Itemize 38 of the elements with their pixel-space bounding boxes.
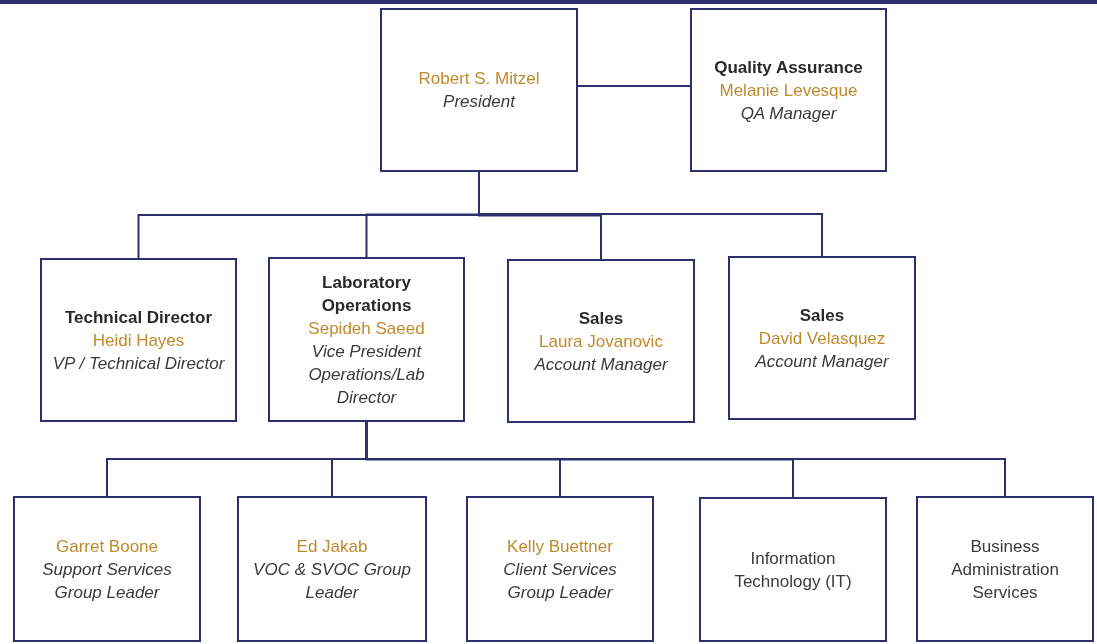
job-title: Account Manager: [534, 353, 668, 376]
department-name: Technical Director: [64, 306, 213, 329]
job-title: QA Manager: [740, 102, 837, 125]
job-title: VOC & SVOC Group Leader: [252, 558, 412, 604]
org-box: [40, 258, 237, 422]
org-box: [237, 496, 427, 642]
person-name: Sepideh Saeed: [308, 317, 425, 340]
connector-line: [577, 84, 691, 87]
person-name: Melanie Levesque: [719, 79, 858, 102]
job-title: VP / Technical Director: [52, 352, 225, 375]
org-box: [380, 8, 578, 172]
person-name: Laura Jovanovic: [539, 330, 663, 353]
person-name: Ed Jakab: [296, 535, 368, 558]
department-name: Sales: [578, 307, 624, 330]
department-name: Sales: [799, 304, 845, 327]
unit-name: Business Administration Services: [950, 535, 1060, 604]
department-name: Quality Assurance: [714, 56, 863, 79]
org-box: [728, 256, 916, 420]
connector-line: [365, 421, 1006, 497]
job-title: Support Services Group Leader: [41, 558, 173, 604]
org-box: [916, 496, 1094, 642]
org-box: [690, 8, 887, 172]
person-name: Kelly Buettner: [507, 535, 613, 558]
person-name: Heidi Hayes: [92, 329, 185, 352]
job-title: Vice President Operations/Lab Director: [307, 340, 426, 409]
person-name: David Velasquez: [758, 327, 886, 350]
org-box: [699, 497, 887, 642]
unit-name: Information Technology (IT): [733, 547, 853, 593]
job-title: Client Services Group Leader: [502, 558, 618, 604]
person-name: Garret Boone: [55, 535, 159, 558]
org-box: [466, 496, 654, 642]
person-name: Robert S. Mitzel: [418, 68, 540, 90]
department-name: Laboratory Operations: [320, 271, 413, 317]
job-title: President: [443, 91, 515, 113]
org-box: [507, 259, 695, 423]
org-box: [13, 496, 201, 642]
job-title: Account Manager: [755, 350, 889, 373]
org-box: [268, 257, 465, 422]
